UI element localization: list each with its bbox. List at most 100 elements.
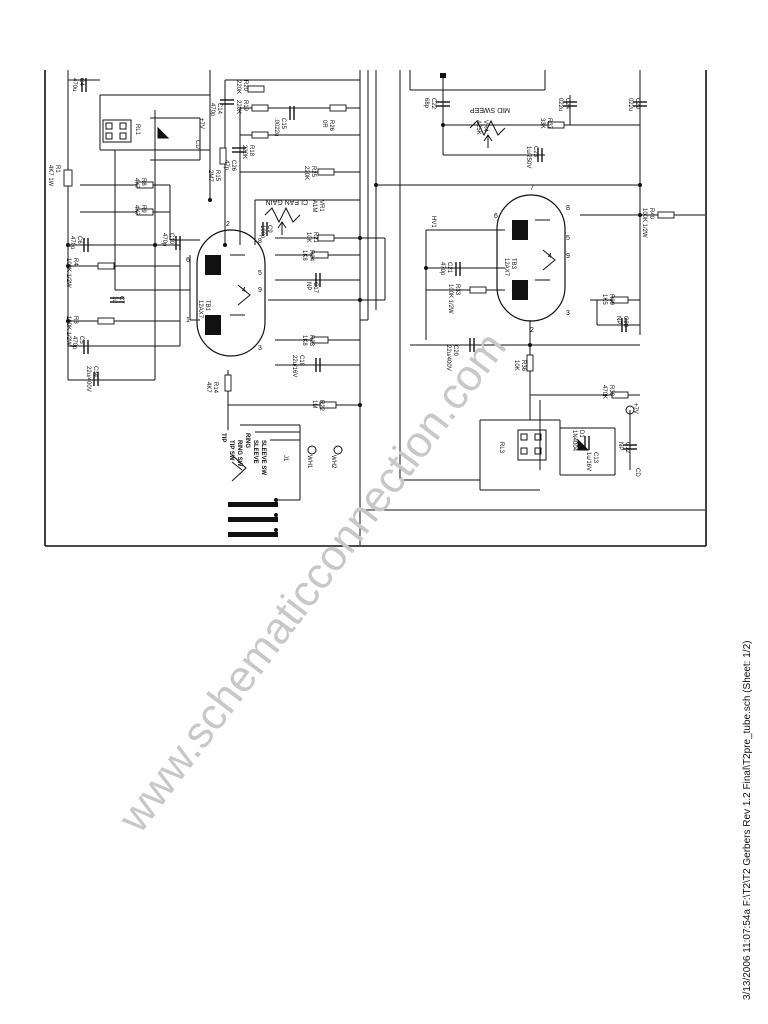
component-value: 10K: [513, 360, 519, 371]
component-ref: C6: [76, 236, 82, 244]
component-ref: C26: [230, 160, 236, 172]
component-ref: R23: [308, 335, 314, 347]
component-ref: C23: [532, 146, 538, 158]
component-value: 100p: [259, 225, 265, 239]
component-ref: C22: [430, 98, 436, 110]
component-value: 470p: [71, 336, 77, 350]
component-ref: C28: [622, 316, 628, 328]
tube-tb3: TB3 12AX7: [496, 194, 566, 322]
component-ref: R26: [328, 120, 334, 132]
junction-dots: [66, 123, 642, 532]
component-value: 0R: [321, 120, 327, 128]
component-ref: R4: [72, 258, 78, 266]
tb1-pin: 8: [258, 238, 262, 245]
tb3-pin: 2: [530, 327, 534, 334]
component-ref: C29: [634, 98, 640, 110]
capacitors: [81, 78, 647, 450]
net-labels: CLEAN GAIN MID SWEEP HV1 +7V +7V CD CD T…: [194, 106, 640, 477]
wiring: [67, 70, 705, 545]
component-value: 022u: [557, 98, 563, 111]
component-value: 4K7: [133, 205, 139, 216]
component-value: 220K: [235, 100, 241, 114]
plus7v-label-2: +7V: [632, 403, 638, 414]
component-ref: R8: [140, 178, 146, 186]
tb3-pin: 7: [530, 185, 534, 192]
component-ref: C13: [592, 452, 598, 464]
component-value: 470p: [161, 233, 167, 247]
tb3-pin: 5: [566, 235, 570, 242]
component-value: 1N4004: [571, 430, 577, 452]
jack-ring-label: RING: [244, 433, 250, 448]
component-ref: R3: [72, 316, 78, 324]
component-value: NP: [305, 282, 311, 290]
tb1-pin: 4: [242, 287, 246, 294]
component-ref: J1: [282, 455, 288, 462]
component-ref: R36: [520, 360, 526, 372]
tb3-pin: 4: [548, 253, 552, 260]
jack-tip-sw-label: TIP SW: [228, 440, 234, 461]
component-ref: VR4: [482, 120, 488, 132]
component-ref: R39: [608, 294, 614, 306]
component-ref: C4: [78, 78, 84, 86]
component-value: 4K7 1W: [47, 165, 53, 187]
component-value: A25K: [475, 120, 481, 135]
component-value: 47p: [223, 160, 229, 171]
component-value: 470u: [71, 78, 77, 91]
component-ref: D1: [578, 430, 584, 438]
component-ref: WH1: [306, 455, 312, 469]
component-ref: RL3: [498, 442, 504, 454]
tube-tb3-ref: TB3: [510, 258, 516, 270]
component-ref: C7: [118, 296, 124, 304]
component-value: .0022u: [273, 118, 279, 136]
tb3-pin: 8: [566, 205, 570, 212]
component-ref: R22: [318, 400, 324, 412]
component-ref: C21: [446, 262, 452, 274]
component-value: 470p: [209, 103, 215, 117]
component-value: 4K7: [133, 178, 139, 189]
component-value: NP: [617, 442, 623, 450]
component-value: 1K8: [301, 335, 307, 346]
component-ref: R25: [310, 166, 316, 178]
component-ref: VR1: [318, 200, 324, 212]
component-ref: C15: [280, 118, 286, 130]
component-ref: C18: [298, 355, 304, 367]
component-value: 4K7: [205, 382, 211, 393]
component-ref: C5: [78, 336, 84, 344]
plus7v-label-1: +7V: [198, 118, 204, 129]
tube-tb1-ref: TB1: [204, 300, 210, 312]
pin-numbers: 8 6 5 4 9 1 3 2 6 8 5 4 9 3 7 2: [186, 185, 570, 352]
tube-tb1: TB1 12AX7: [196, 229, 266, 357]
component-value: 100K 1/2W: [641, 208, 647, 238]
component-value: 470p: [439, 262, 445, 276]
tb3-pin: 3: [566, 310, 570, 317]
jack-tip-label: TIP: [220, 433, 226, 442]
component-ref: R15: [214, 170, 220, 182]
component-ref: C17: [312, 282, 318, 294]
component-value: 1u: [111, 296, 117, 303]
component-value: 1u/16V: [585, 452, 591, 471]
component-value: 220K: [303, 166, 309, 180]
cd-label-2: CD: [634, 468, 640, 477]
component-ref: R24: [308, 250, 314, 262]
component-ref: C9: [266, 225, 272, 233]
component-ref: R18: [248, 145, 254, 157]
component-value: NP: [615, 316, 621, 324]
component-value: 33K: [539, 118, 545, 129]
mid-sweep-label: MID SWEEP: [470, 106, 510, 113]
footer-file-path: 3/13/2006 11:07:54a F:\T2\T2 Gerbers Rev…: [742, 640, 753, 1000]
jack-bars: [228, 73, 446, 537]
component-ref: R40: [648, 208, 654, 220]
component-value: 1K8: [301, 250, 307, 261]
component-value: 22u/16V: [291, 355, 297, 377]
tb3-pin: 9: [566, 253, 570, 260]
component-value: 022u: [627, 98, 633, 111]
hv1-label: HV1: [430, 216, 436, 228]
component-value: 100K 1/2W: [447, 284, 453, 314]
tb1-pin: 3: [258, 345, 262, 352]
component-ref: C12: [624, 442, 630, 454]
component-ref: R20: [242, 80, 248, 92]
component-value: 22u/400V: [445, 345, 451, 371]
tb1-pin: 5: [258, 270, 262, 277]
tb1-pin: 9: [258, 287, 262, 294]
